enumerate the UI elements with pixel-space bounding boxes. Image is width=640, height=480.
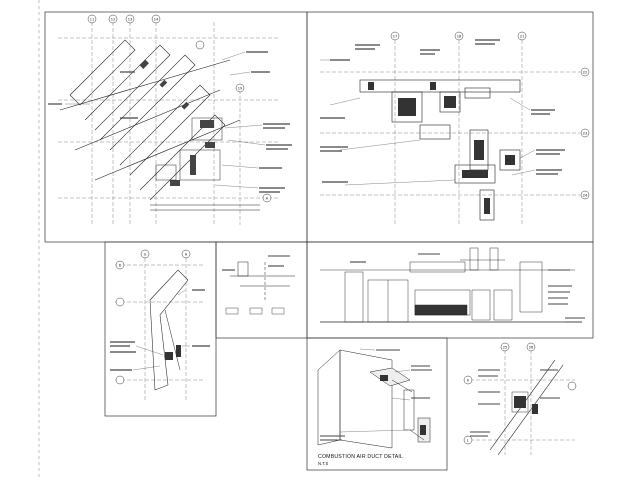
grid-bubble-label: 23: [583, 132, 588, 136]
combustion-air-duct-detail: [317, 348, 432, 449]
grid-bubble-label: 12: [111, 18, 116, 22]
grid-bubble-label: 19: [238, 87, 243, 91]
plan-top-right: 17 18 21 22 23 24: [320, 31, 590, 225]
plan-top-left: 11 12 13 14 19 A: [48, 14, 292, 225]
grid-bubble-label: 22: [583, 71, 588, 75]
plan-bottom-right: 25 26 K L: [463, 342, 577, 456]
grid-bubble-label: 14: [154, 18, 159, 22]
grid-bubble-label: A: [266, 197, 269, 201]
grid-bubble-label: 17: [393, 35, 398, 39]
grid-bubble-label: G: [144, 253, 147, 257]
detail-scale: N.T.S: [318, 461, 329, 466]
grid-bubble-label: L: [467, 439, 469, 443]
elevation-view: [320, 247, 585, 323]
grid-bubble-label: 11: [90, 18, 95, 22]
grid-bubble-label: H: [185, 253, 188, 257]
grid-bubble-label: 25: [503, 346, 508, 350]
grid-bubble-label: 13: [128, 18, 133, 22]
grid-bubble-label: 21: [520, 35, 525, 39]
grid-bubble-label: 26: [529, 346, 534, 350]
grid-bubble-label: 18: [457, 35, 462, 39]
section-mid: [222, 255, 295, 315]
panel-elevation-border: [306, 241, 594, 339]
panel-duct-detail-border: [306, 337, 448, 471]
grid-bubble-label: 24: [583, 194, 588, 198]
grid-bubble-label: D: [119, 264, 122, 268]
grid-bubble-label: K: [467, 379, 470, 383]
plan-mid-left: G H D: [110, 249, 210, 400]
detail-title: COMBUSTION AIR DUCT DETAIL: [318, 454, 404, 460]
panel-borders: [44, 11, 594, 471]
